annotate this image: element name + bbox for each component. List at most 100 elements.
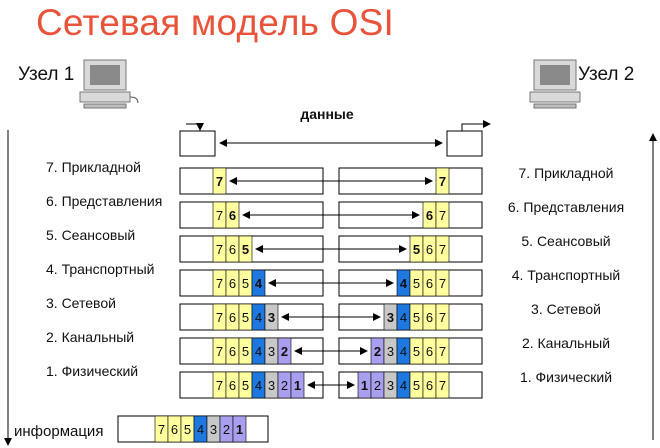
left-cell-6-6 [225, 201, 240, 229]
left-cell-label-3-4: 4 [255, 310, 262, 325]
right-cell-label-5-5: 5 [413, 242, 420, 257]
left-cell-label-2-5: 5 [242, 344, 249, 359]
info-cell-label-3: 3 [210, 422, 217, 437]
right-cell-label-4-7: 7 [439, 276, 446, 291]
right-cell-label-2-6: 6 [426, 344, 433, 359]
info-cell-label-4: 4 [197, 422, 204, 437]
left-cell-label-5-5: 5 [242, 242, 249, 257]
right-cell-label-6-7: 7 [439, 208, 446, 223]
left-cell-label-1-4: 4 [255, 378, 262, 393]
left-layer-label-1: 1. Физический [46, 363, 138, 379]
left-layer-label-5: 5. Сеансовый [46, 227, 135, 243]
right-cell-7-7 [435, 167, 450, 195]
left-cell-label-2-3: 3 [268, 344, 275, 359]
left-cell-label-2-2: 2 [281, 344, 288, 359]
right-cell-label-4-6: 6 [426, 276, 433, 291]
left-layer-label-3: 3. Сетевой [46, 295, 116, 311]
right-cell-6-7 [435, 201, 450, 229]
right-cell-label-2-4: 4 [400, 344, 407, 359]
data-box-left [179, 130, 216, 157]
left-cell-5-5 [238, 235, 253, 263]
left-cell-label-4-4: 4 [255, 276, 263, 291]
right-cell-label-1-2: 2 [374, 378, 381, 393]
left-cell-label-1-6: 6 [229, 378, 236, 393]
left-layer-label-4: 4. Транспортный [46, 261, 155, 277]
right-layer-label-6: 6. Представления [508, 199, 624, 215]
left-cell-label-6-7: 7 [216, 208, 223, 223]
info-cell-label-6: 6 [171, 422, 178, 437]
right-layer-label-5: 5. Сеансовый [521, 233, 610, 249]
data-box-right [446, 130, 483, 157]
right-cell-label-2-2: 2 [374, 344, 381, 359]
right-cell-label-5-7: 7 [439, 242, 446, 257]
right-cell-4-7 [435, 269, 450, 297]
left-cell-7-7 [212, 167, 227, 195]
left-cell-label-1-2: 2 [281, 378, 288, 393]
left-cell-label-1-3: 3 [268, 378, 275, 393]
left-cell-label-2-4: 4 [255, 344, 262, 359]
right-layer-label-3: 3. Сетевой [531, 301, 601, 317]
left-cell-label-2-7: 7 [216, 344, 223, 359]
computer-icon-right [529, 59, 581, 109]
right-cell-label-5-6: 6 [426, 242, 433, 257]
right-cell-label-4-5: 5 [413, 276, 420, 291]
right-layer-label-2: 2. Канальный [522, 335, 610, 351]
info-cell-label-7: 7 [158, 422, 165, 437]
right-layer-label-1: 1. Физический [520, 369, 612, 385]
right-layer-label-7: 7. Прикладной [519, 165, 614, 181]
left-cell-label-2-6: 6 [229, 344, 236, 359]
info-cell-label-1: 1 [236, 422, 243, 437]
info-cell-label-5: 5 [184, 422, 191, 437]
right-cell-label-3-3: 3 [387, 310, 394, 325]
right-cell-label-1-1: 1 [361, 378, 368, 393]
left-cell-label-1-1: 1 [294, 378, 301, 393]
left-cell-label-4-6: 6 [229, 276, 236, 291]
left-cell-label-3-6: 6 [229, 310, 236, 325]
info-cell-1 [232, 415, 247, 443]
right-cell-label-1-4: 4 [400, 378, 407, 393]
left-cell-label-1-7: 7 [216, 378, 223, 393]
data-in-arrow [186, 123, 204, 131]
right-layer-label-4: 4. Транспортный [512, 267, 621, 283]
left-layer-label-7: 7. Прикладной [46, 159, 141, 175]
data-label: данные [300, 106, 354, 122]
right-cell-label-2-7: 7 [439, 344, 446, 359]
left-cell-label-5-7: 7 [216, 242, 223, 257]
right-cell-label-4-4: 4 [400, 276, 408, 291]
right-cell-label-3-6: 6 [426, 310, 433, 325]
right-cell-label-2-3: 3 [387, 344, 394, 359]
left-cell-label-4-7: 7 [216, 276, 223, 291]
left-cell-label-6-6: 6 [229, 208, 236, 223]
right-cell-label-3-5: 5 [413, 310, 420, 325]
node-2-label: Узел 2 [578, 64, 635, 85]
left-cell-2-2 [277, 337, 292, 365]
left-cell-label-5-6: 6 [229, 242, 236, 257]
left-layer-label-2: 2. Канальный [46, 329, 134, 345]
right-cell-label-1-5: 5 [413, 378, 420, 393]
right-cell-label-2-5: 5 [413, 344, 420, 359]
left-cell-label-3-3: 3 [268, 310, 275, 325]
right-cell-label-3-7: 7 [439, 310, 446, 325]
left-cell-label-7-7: 7 [216, 174, 223, 189]
data-out-arrow [461, 120, 491, 131]
page-title: Сетевая модель OSI [36, 2, 394, 43]
computer-icon-left [79, 59, 139, 109]
left-cell-label-1-5: 5 [242, 378, 249, 393]
right-cell-label-3-4: 4 [400, 310, 407, 325]
right-cell-3-7 [435, 303, 450, 331]
left-cell-label-3-7: 7 [216, 310, 223, 325]
left-cell-label-4-5: 5 [242, 276, 249, 291]
right-cell-label-1-3: 3 [387, 378, 394, 393]
left-cell-1-1 [290, 371, 305, 399]
right-cell-2-7 [435, 337, 450, 365]
left-cell-4-4 [251, 269, 266, 297]
left-cell-label-3-5: 5 [242, 310, 249, 325]
left-cell-3-3 [264, 303, 279, 331]
